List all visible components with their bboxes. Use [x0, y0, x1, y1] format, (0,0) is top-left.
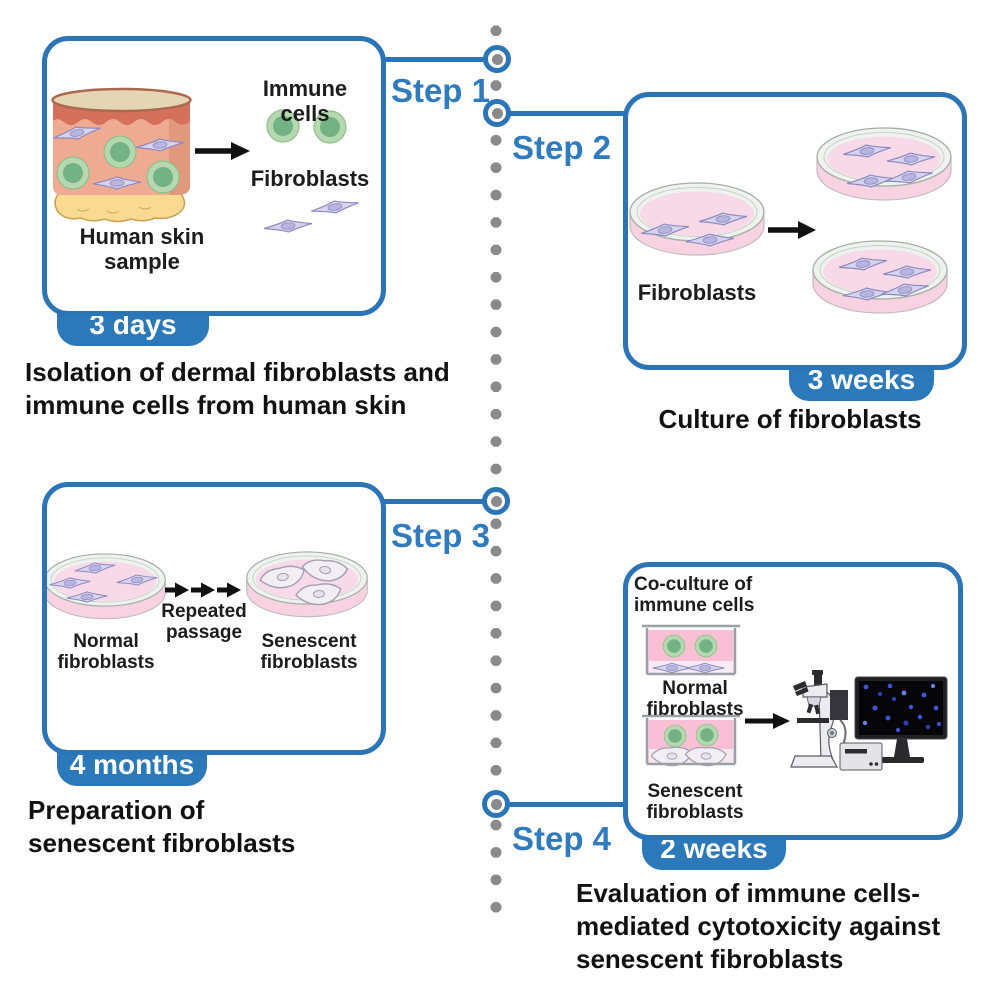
timeline-node-step3: [482, 487, 510, 515]
step1-connector-line: [370, 57, 497, 62]
step1-caption: Isolation of dermal fibroblasts and immu…: [25, 357, 450, 420]
step4-connector-line: [497, 802, 625, 807]
petri-dish-icon: [246, 551, 368, 618]
timeline-node-step4: [482, 790, 510, 818]
human-skin-illustration: [51, 87, 192, 223]
coculture-label: Co-culture of immune cells: [634, 574, 755, 617]
normal-fibroblasts-label: Normal fibroblasts: [57, 631, 155, 674]
step2-caption: Culture of fibroblasts: [658, 404, 922, 434]
immune-cell-icon: [146, 160, 180, 194]
isolation-arrow-icon: [195, 142, 250, 160]
step4-panel: Co-culture of immune cells Normal fibrob…: [623, 562, 963, 840]
immune-cell-icon: [103, 135, 137, 169]
monitor-icon: [854, 676, 948, 763]
timeline-node-step2: [483, 99, 511, 127]
microscope-icon: [790, 670, 839, 768]
coculture-well-senescent-icon: [642, 714, 740, 768]
step3-caption: Preparation of senescent fibroblasts: [28, 795, 296, 858]
fibroblast-icon: [262, 216, 314, 236]
step2-label: Step 2: [512, 129, 612, 166]
immune-cells-label: Immune cells: [262, 76, 348, 126]
fibroblasts-label: Fibroblasts: [250, 166, 370, 191]
evaluation-arrow-icon: [745, 713, 790, 729]
petri-dish-icon: [629, 182, 765, 256]
senescent-fibroblasts-label: Senescent fibroblasts: [260, 631, 358, 674]
petri-dish-icon: [812, 240, 948, 314]
normal-fibroblasts-label: Normal fibroblasts: [646, 678, 744, 721]
step1-label: Step 1: [390, 72, 490, 109]
human-skin-sample-label: Human skin sample: [79, 224, 205, 274]
immune-cell-icon: [694, 634, 718, 658]
step1-panel: Immune cells Fibroblasts Human skin samp…: [42, 36, 386, 316]
coculture-well-normal-icon: [642, 624, 740, 676]
controller-box-icon: [839, 742, 883, 771]
step4-label: Step 4: [512, 820, 612, 857]
petri-dish-icon: [47, 553, 166, 620]
fibroblast-icon: [309, 196, 361, 218]
step3-illustration: [47, 551, 368, 620]
step4-illustration: [642, 624, 948, 771]
timeline-dotted-line: [490, 17, 502, 914]
cable: [839, 719, 847, 746]
step3-panel: Normal fibroblasts Repeated passage Sene…: [42, 482, 386, 755]
fibroblasts-dish-label: Fibroblasts: [637, 280, 757, 305]
repeated-passage-arrows-icon: [165, 582, 241, 598]
step4-caption: Evaluation of immune cells- mediated cyt…: [576, 878, 941, 974]
immune-cell-icon: [695, 723, 719, 747]
timeline-node-step1: [483, 45, 511, 73]
step2-illustration: [629, 127, 952, 314]
immune-cell-icon: [662, 634, 686, 658]
skin-fat-layer: [54, 192, 186, 223]
step2-panel: Fibroblasts: [623, 92, 967, 370]
step1-illustration: [51, 87, 361, 236]
immune-cell-icon: [56, 156, 90, 190]
fluorescence-screen: [859, 681, 943, 735]
camera-box-icon: [830, 690, 848, 720]
immune-cell-icon: [663, 724, 687, 748]
repeated-passage-label: Repeated passage: [161, 601, 247, 644]
skin-top-surface: [51, 87, 192, 113]
cell-nuclei-dots: [862, 683, 941, 733]
step2-connector-line: [497, 111, 625, 116]
culture-arrow-icon: [768, 221, 816, 239]
step3-connector-line: [370, 499, 497, 504]
senescent-fibroblasts-label: Senescent fibroblasts: [646, 781, 744, 824]
step3-label: Step 3: [390, 517, 490, 554]
petri-dish-icon: [816, 127, 952, 201]
